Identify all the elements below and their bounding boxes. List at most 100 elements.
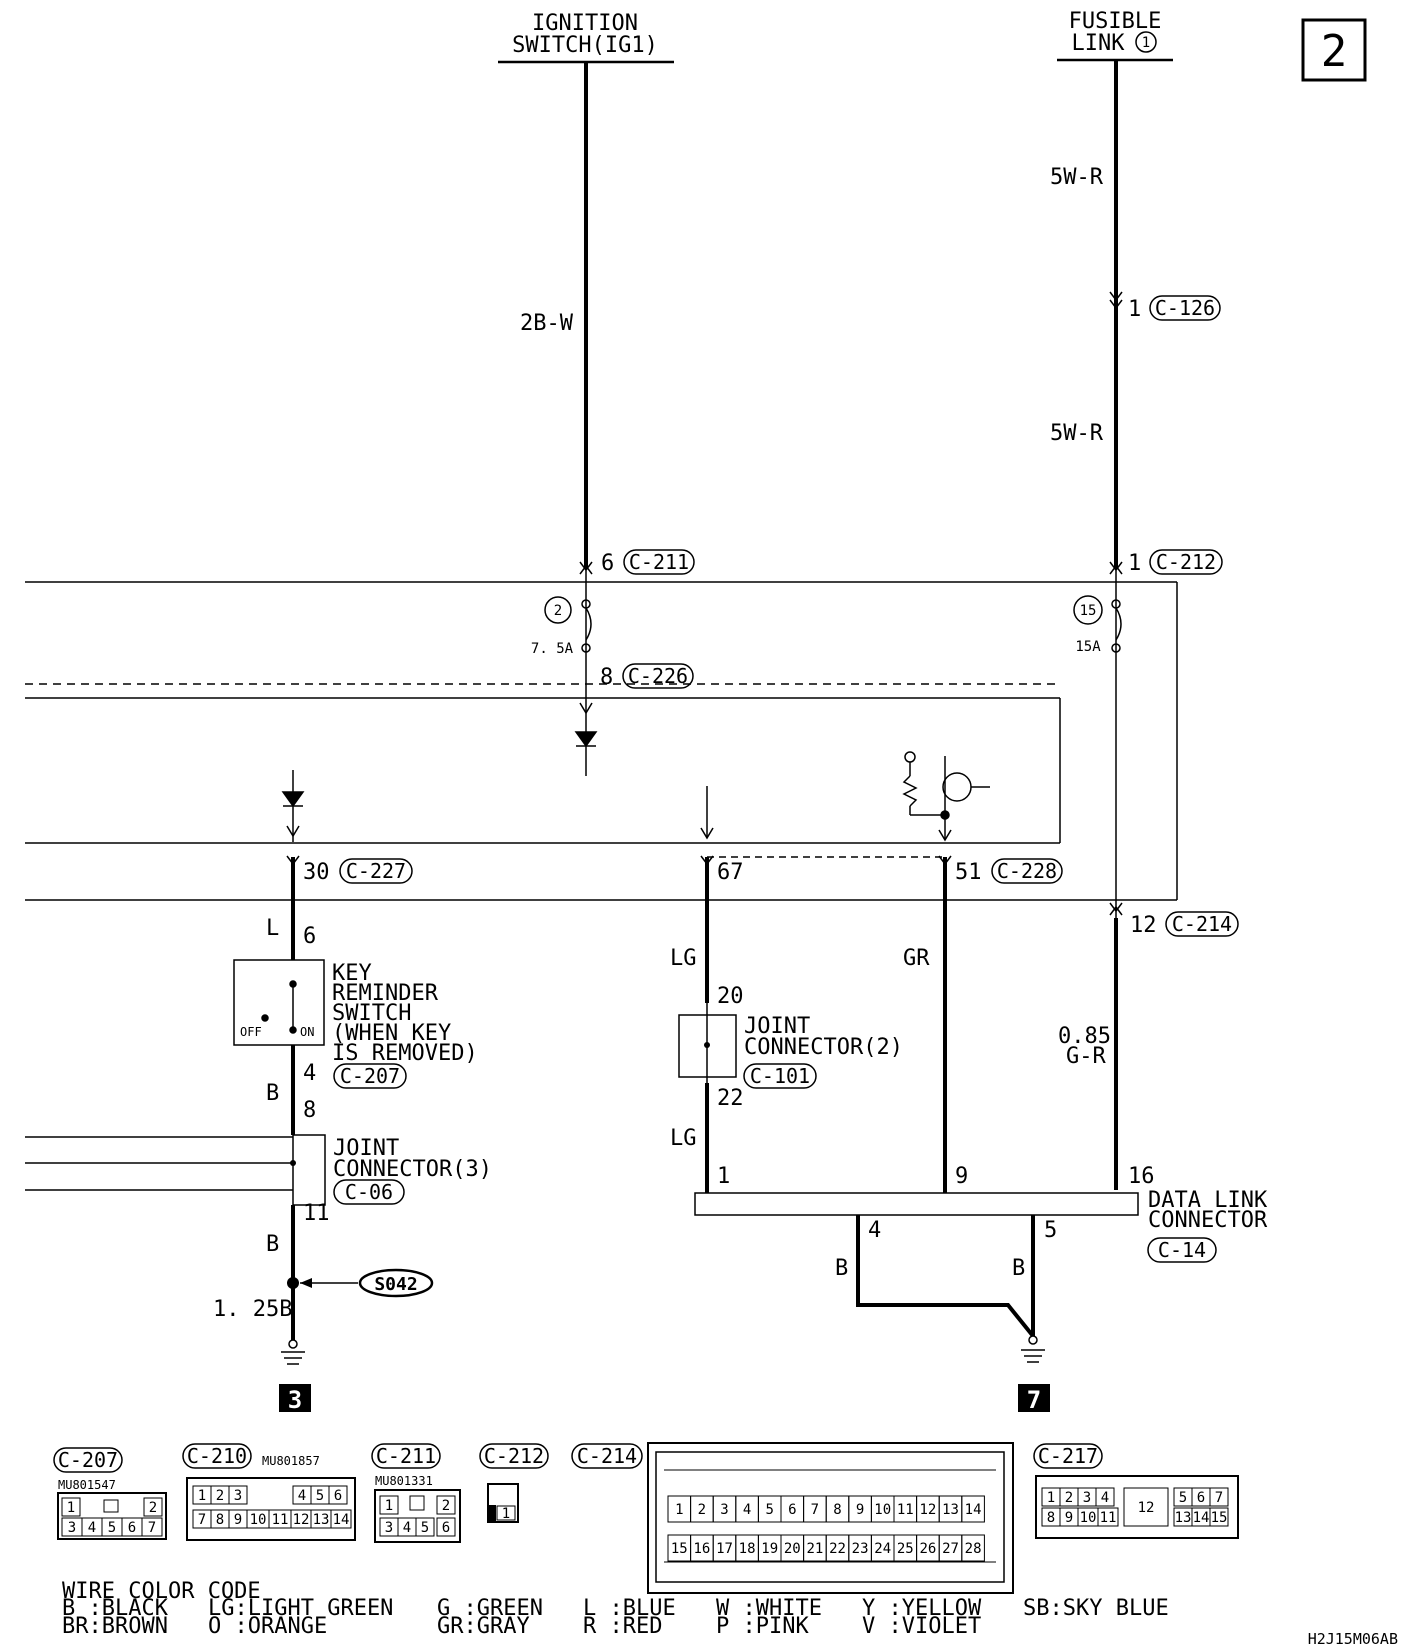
wire-lg-2: LG: [670, 1126, 697, 1151]
dlc-label-1: DATA LINK: [1148, 1188, 1268, 1213]
c214-pin-label: 26: [919, 1541, 936, 1557]
view-c210-name: C-210: [187, 1444, 247, 1468]
connector-view-c217: C-217 1 2 3 4 5 6 7 8 9 10 11 12: [1033, 1443, 1239, 1539]
svg-text:9: 9: [234, 1512, 242, 1528]
figure-code: H2J15M06AB: [1308, 1630, 1398, 1648]
color-pink: P :PINK: [716, 1614, 809, 1639]
svg-text:8: 8: [1047, 1510, 1055, 1526]
view-c211-part: MU801331: [375, 1474, 433, 1488]
pin-c14-9: 9: [955, 1164, 968, 1189]
joint2-label-2: CONNECTOR(2): [744, 1035, 903, 1060]
joint3-label-1: JOINT: [333, 1136, 399, 1161]
wire-l: L: [266, 916, 279, 941]
svg-text:2: 2: [149, 1500, 157, 1516]
pin-c14-1: 1: [717, 1164, 730, 1189]
connector-view-c207: C-207 MU801547 1 2 3 4 5 6 7: [53, 1447, 167, 1540]
svg-text:3: 3: [234, 1488, 242, 1504]
fuse-15-number: 15: [1080, 603, 1097, 619]
c214-pin-label: 6: [788, 1502, 796, 1518]
wire-085: 0.85: [1058, 1024, 1111, 1049]
svg-text:11: 11: [1100, 1510, 1117, 1526]
color-code-title: WIRE COLOR CODE: [62, 1579, 261, 1604]
c214-pin-label: 11: [897, 1502, 914, 1518]
svg-text:6: 6: [1197, 1490, 1205, 1506]
ground-7-number: 7: [1027, 1386, 1041, 1414]
c214-pin-label: 16: [693, 1541, 710, 1557]
view-c207-part: MU801547: [58, 1478, 116, 1492]
svg-text:9: 9: [1065, 1510, 1073, 1526]
view-c214-name: C-214: [577, 1444, 637, 1468]
fuse-15-rating: 15A: [1075, 639, 1101, 655]
fuse-15-label: 15 15A: [1073, 595, 1103, 655]
page-number-box: 2: [1301, 18, 1367, 82]
view-c211-name: C-211: [376, 1444, 436, 1468]
pin-c14-16: 16: [1128, 1164, 1155, 1189]
c214-pin-label: 15: [671, 1541, 688, 1557]
c214-pin-label: 12: [919, 1502, 936, 1518]
fuse-2-rating: 7. 5A: [531, 641, 574, 657]
color-green: G :GREEN: [437, 1596, 543, 1621]
svg-text:11: 11: [272, 1512, 289, 1528]
ignition-switch-source: IGNITION SWITCH(IG1): [498, 11, 674, 64]
svg-text:14: 14: [333, 1512, 350, 1528]
svg-text:5: 5: [421, 1520, 429, 1536]
color-light-green: LG:LIGHT GREEN: [208, 1596, 393, 1621]
connector-c14: C-14: [1158, 1238, 1206, 1262]
wire-b-4: B: [1012, 1256, 1025, 1281]
svg-text:13: 13: [1175, 1510, 1192, 1526]
pin-c207-6: 6: [303, 924, 316, 949]
c214-pin-label: 8: [833, 1502, 841, 1518]
diode-c227: [281, 770, 305, 842]
pin-c211: 6: [601, 551, 614, 576]
pin-c06-11: 11: [303, 1201, 330, 1226]
joint-connector-2: JOINT CONNECTOR(2): [678, 1003, 903, 1083]
c214-pin-label: 18: [739, 1541, 756, 1557]
c214-pin-label: 27: [942, 1541, 959, 1557]
connector-c212: C-212: [1156, 550, 1216, 574]
color-violet: V :VIOLET: [862, 1614, 981, 1639]
pin-c207-4: 4: [303, 1061, 316, 1086]
main-wires: [25, 60, 1178, 1340]
splice-label: S042: [374, 1274, 417, 1295]
ground-3-number: 3: [288, 1386, 302, 1414]
pin-c228-51: 51: [955, 860, 982, 885]
connector-c101: C-101: [750, 1064, 810, 1088]
fuse-2: [581, 599, 592, 653]
fuse-2-label: 2 7. 5A: [531, 596, 574, 657]
svg-text:10: 10: [250, 1512, 267, 1528]
svg-text:5: 5: [1179, 1490, 1187, 1506]
connector-c228: C-228: [997, 859, 1057, 883]
c214-pin-label: 10: [874, 1502, 891, 1518]
svg-text:8: 8: [216, 1512, 224, 1528]
connector-c227: C-227: [346, 859, 406, 883]
fuse-15: [1111, 599, 1122, 653]
svg-text:7: 7: [148, 1520, 156, 1536]
svg-text:6: 6: [442, 1520, 450, 1536]
ground-7-symbol: [1021, 1335, 1045, 1363]
svg-text:3: 3: [68, 1520, 76, 1536]
dlc-label-2: CONNECTOR: [1148, 1208, 1268, 1233]
view-c217-pins: 1 2 3 4 5 6 7 8 9 10 11 12 13 1: [1041, 1487, 1229, 1527]
joint-connector-3: JOINT CONNECTOR(3): [290, 1134, 492, 1206]
c214-pin-label: 28: [965, 1541, 982, 1557]
connector-view-c212: C-212 1: [479, 1443, 549, 1523]
c214-pin-label: 25: [897, 1541, 914, 1557]
key-switch-off: OFF: [240, 1025, 262, 1039]
view-c207-name: C-207: [58, 1448, 118, 1472]
fusible-label-2: LINK: [1072, 31, 1126, 56]
key-switch-label-5: IS REMOVED): [332, 1041, 478, 1066]
wire-g-r: G-R: [1066, 1044, 1106, 1069]
c214-pin-label: 23: [852, 1541, 869, 1557]
key-switch-on: ON: [300, 1025, 314, 1039]
connector-c207: C-207: [340, 1064, 400, 1088]
diode-c226: [574, 700, 598, 776]
svg-text:7: 7: [1215, 1490, 1223, 1506]
c214-pin-cell: [961, 1534, 985, 1562]
c214-pin-label: 20: [784, 1541, 801, 1557]
connector-marks: [286, 291, 1123, 916]
key-switch-label-1: KEY: [332, 961, 372, 986]
svg-text:12: 12: [293, 1512, 310, 1528]
transistor-circuit: [902, 751, 990, 842]
